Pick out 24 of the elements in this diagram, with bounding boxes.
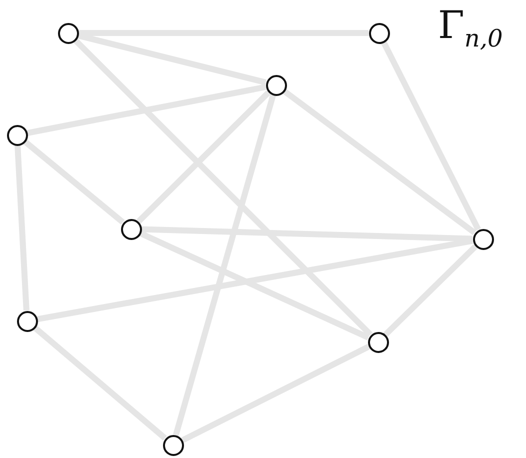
graph-edge bbox=[383, 244, 478, 337]
vertex-circle bbox=[162, 434, 184, 456]
vertex-circle bbox=[472, 228, 494, 250]
graph-edge bbox=[141, 226, 473, 242]
graph-edge bbox=[136, 90, 271, 224]
vertex-circle bbox=[368, 332, 388, 352]
graph-edge bbox=[14, 145, 30, 311]
graph-edge bbox=[139, 230, 370, 340]
graph-edge bbox=[33, 326, 167, 440]
vertex-circle bbox=[368, 22, 390, 44]
graph-edge bbox=[173, 94, 276, 436]
vertex-circle bbox=[58, 22, 78, 44]
vertex-circle bbox=[16, 310, 38, 332]
vertex-circle bbox=[266, 74, 286, 96]
graph-edge bbox=[181, 344, 370, 443]
vertex-circle bbox=[6, 124, 28, 146]
graph-edge bbox=[78, 30, 368, 36]
vertex-circle bbox=[120, 218, 142, 240]
graph-edge bbox=[282, 88, 476, 236]
graph-title: Γ$_{n,0}$ bbox=[438, 6, 503, 51]
graph-edge bbox=[73, 38, 373, 337]
graph-edge bbox=[23, 139, 125, 225]
graph-edge bbox=[26, 84, 266, 136]
graph-edge bbox=[381, 41, 481, 231]
